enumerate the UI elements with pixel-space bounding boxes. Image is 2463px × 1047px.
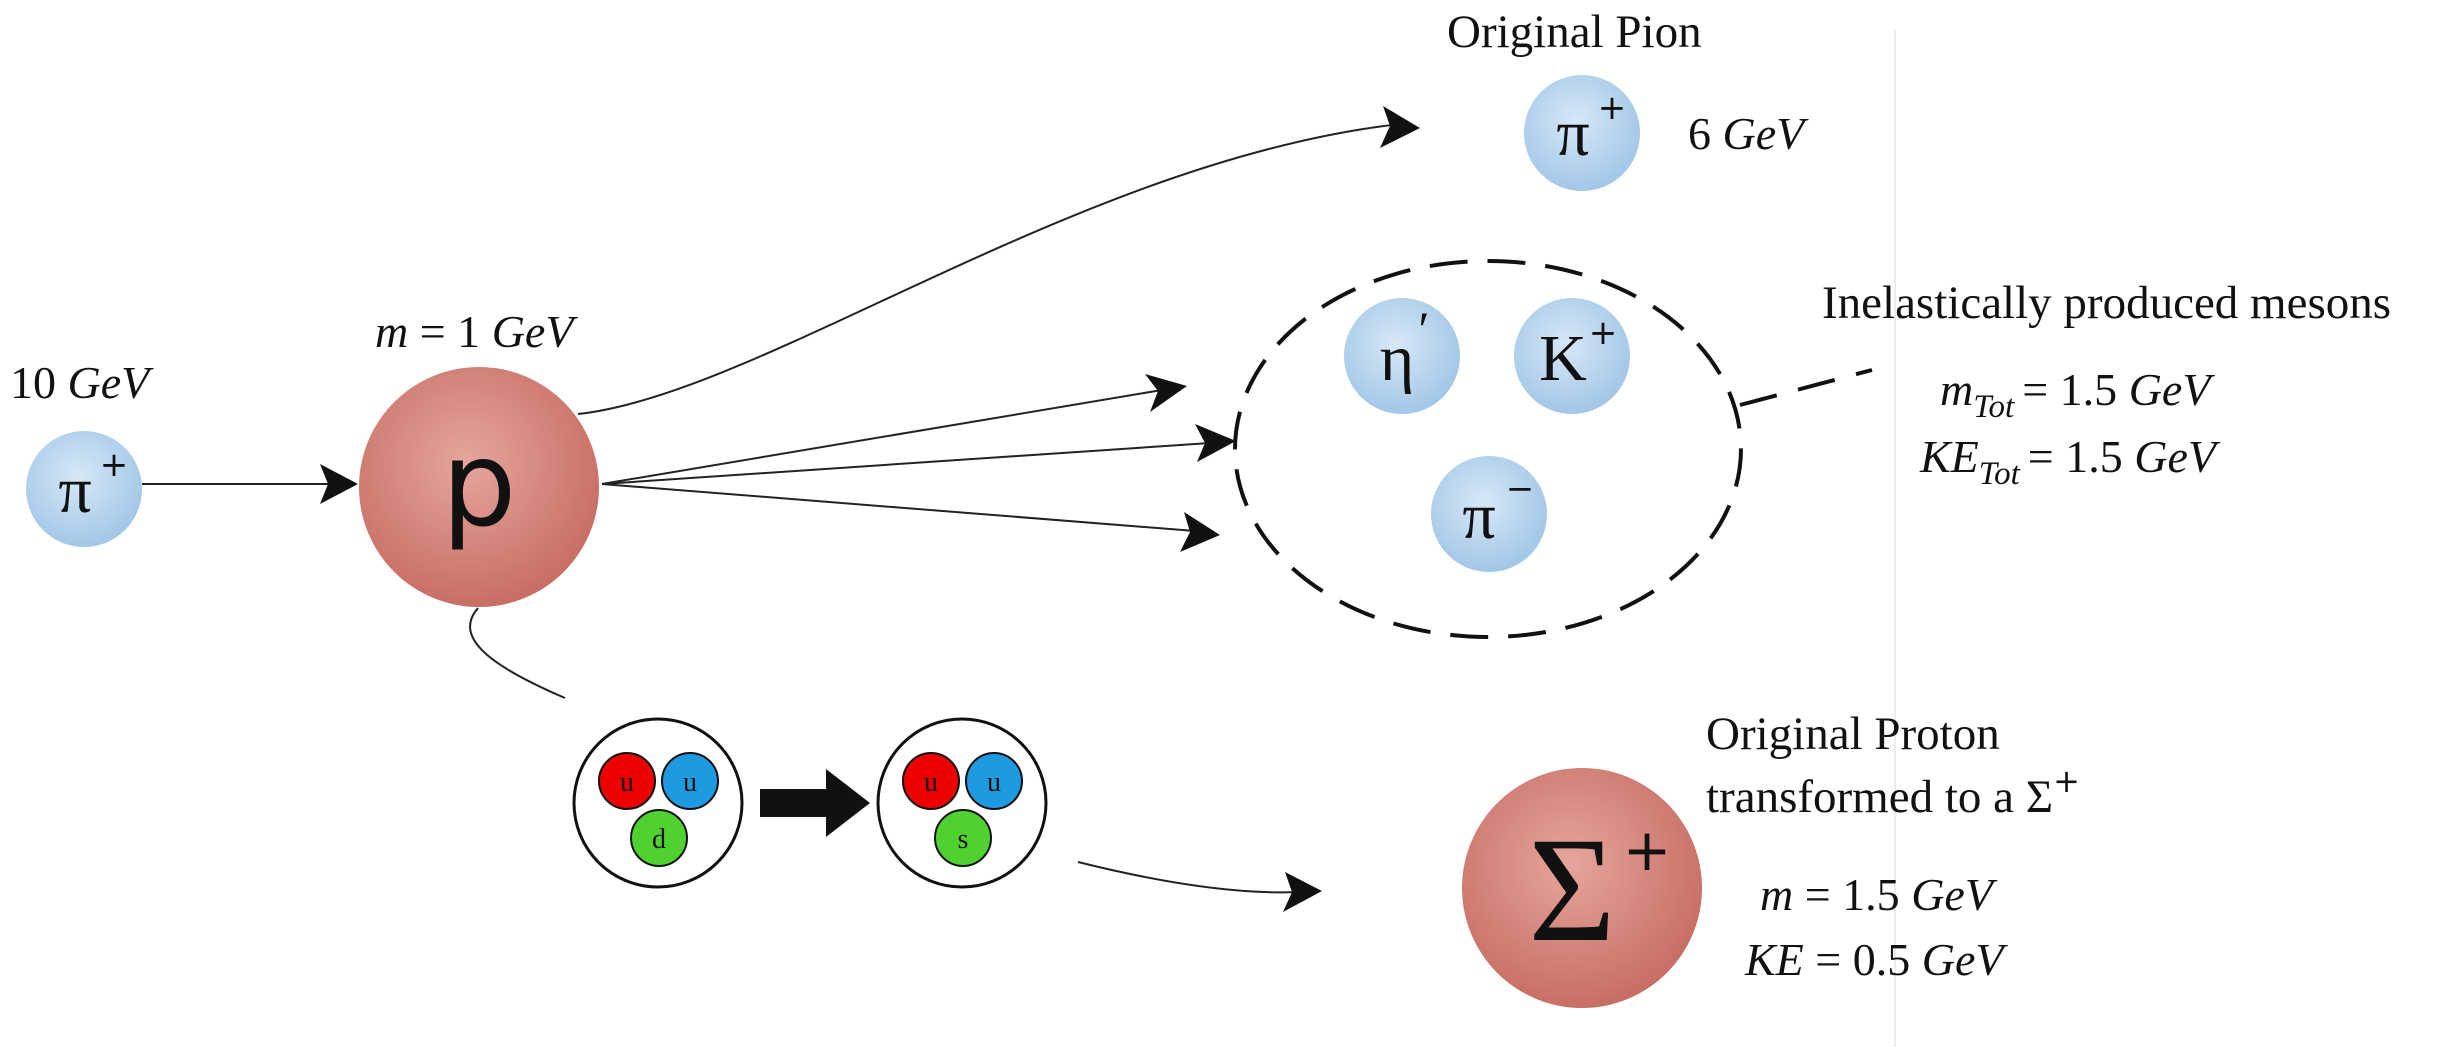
meson-trajectory-lower (601, 483, 1196, 532)
sigma-charge: + (1623, 816, 1672, 884)
pion-minus-ball (1431, 456, 1547, 572)
meson-trajectory-upper (601, 389, 1163, 485)
incoming-pion-energy: 10 GeV (10, 357, 154, 408)
sigma-trajectory (1077, 861, 1301, 894)
sigma-title-line2: transformed to a Σ+ (1706, 762, 2080, 823)
pion-minus-symbol: π (1462, 480, 1495, 553)
kaon-ball (1514, 298, 1630, 414)
sigma-info: Original Proton transformed to a Σ+ m = … (1706, 708, 2080, 985)
eta-prime-ball (1344, 298, 1460, 414)
sigma-plus: Σ + (1462, 768, 1702, 1008)
incoming-pion-charge: + (100, 445, 129, 485)
eta-prime-symbol: η (1380, 322, 1415, 395)
quark-diagram-before: u u d (572, 717, 744, 889)
pion-trajectory (577, 123, 1401, 415)
pion-trajectory-arrowhead (1380, 106, 1420, 148)
sigma-symbol: Σ (1528, 807, 1615, 973)
original-pion: Original Pion π + 6 GeV (1447, 6, 1809, 191)
quark-u-red (598, 752, 656, 810)
meson-title: Inelastically produced mesons (1822, 277, 2391, 329)
quark-u-blue (661, 752, 719, 810)
quark-label: u (924, 767, 938, 798)
meson-total-ke: KETot= 1.5 GeV (1919, 431, 2221, 492)
proton-mass-label: m = 1 GeV (375, 306, 578, 357)
meson-info: Inelastically produced mesons mTot= 1.5 … (1822, 277, 2391, 492)
proton-ball (359, 367, 599, 607)
meson-trajectory-upper-arrowhead (1145, 374, 1187, 412)
eta-prime-mark: ′ (1419, 301, 1430, 357)
meson-trajectory-middle (601, 442, 1211, 485)
meson-group: η ′ K + π − (1233, 259, 1873, 639)
original-pion-energy: 6 GeV (1688, 108, 1809, 159)
proton-symbol: p (442, 415, 517, 553)
kaon-charge: + (1589, 313, 1618, 353)
quark-diagram-after: u u s (876, 717, 1048, 889)
meson-total-mass: mTot= 1.5 GeV (1940, 364, 2215, 425)
sigma-trajectory-arrowhead (1283, 872, 1322, 912)
sigma-mass: m = 1.5 GeV (1760, 869, 1998, 920)
incoming-pion-ball (26, 431, 142, 547)
transformation-arrow (760, 769, 870, 837)
original-pion-ball (1524, 75, 1640, 191)
quark-label: d (652, 824, 666, 855)
incoming-pion-symbol: π (58, 454, 91, 527)
proton-to-quarks-line (469, 607, 566, 699)
pion-minus-charge: − (1506, 469, 1535, 509)
quark-label: s (958, 824, 969, 855)
quark-u-red (902, 752, 960, 810)
meson-trajectory-middle-arrowhead (1195, 424, 1236, 462)
quark-label: u (987, 767, 1001, 798)
quark-label: u (620, 767, 634, 798)
quark-s-green (934, 809, 992, 867)
kaon-symbol: K (1539, 322, 1587, 395)
beam-arrowhead (320, 464, 358, 504)
original-pion-title: Original Pion (1447, 6, 1702, 58)
incoming-pion: 10 GeV π + (10, 357, 154, 547)
original-pion-charge: + (1598, 88, 1627, 128)
quark-label: u (683, 767, 697, 798)
proton: m = 1 GeV p (359, 306, 599, 607)
sigma-ball (1462, 768, 1702, 1008)
sigma-title-line1: Original Proton (1706, 708, 2000, 760)
sigma-ke: KE = 0.5 GeV (1744, 934, 2008, 985)
quark-d-green (630, 809, 688, 867)
original-pion-symbol: π (1556, 97, 1589, 170)
meson-callout-line (1739, 368, 1873, 407)
meson-trajectory-lower-arrowhead (1180, 512, 1220, 552)
meson-boundary-dashed (1233, 259, 1743, 639)
quark-u-blue (965, 752, 1023, 810)
